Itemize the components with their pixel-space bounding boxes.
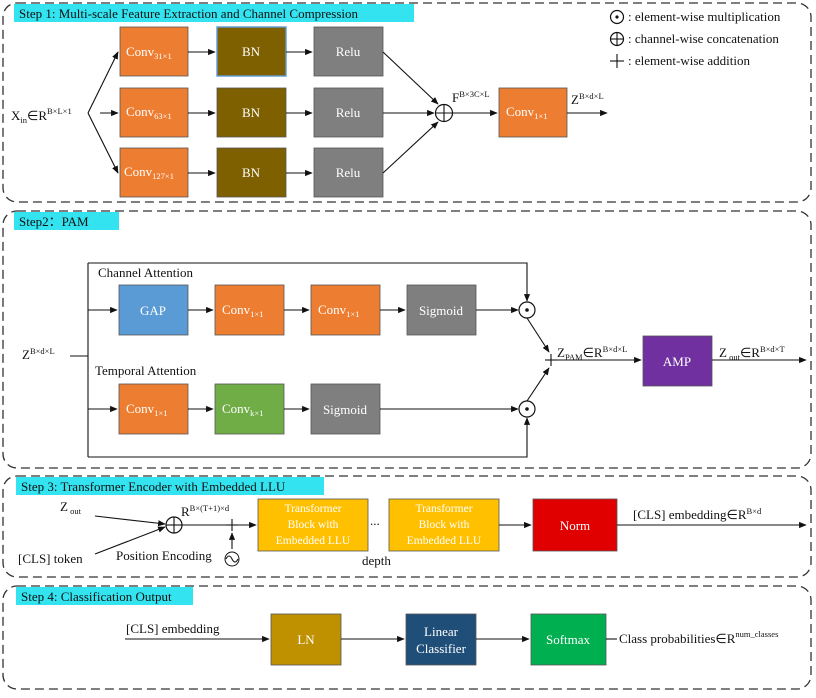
transformer-block-1 <box>257 498 369 552</box>
bn-block-1 <box>216 26 287 77</box>
legend-mult: : element-wise multiplication <box>628 9 781 24</box>
gap-label: GAP <box>140 303 166 318</box>
relu-block-2 <box>313 87 384 138</box>
relu-block-1 <box>313 26 384 77</box>
step2-title-bg <box>14 212 119 230</box>
conv127-label: Conv127×1 <box>124 164 174 181</box>
softmax-label: Softmax <box>546 632 591 647</box>
amp-block <box>642 335 713 387</box>
ellipsis: ... <box>370 513 380 528</box>
bn-block-3 <box>216 147 287 198</box>
conv1x1-compress-label: Conv1×1 <box>506 104 547 121</box>
step3-title: Step 3: Transformer Encoder with Embedde… <box>21 479 286 494</box>
step4-title-bg <box>16 587 193 605</box>
bn-label-2: BN <box>242 105 261 120</box>
cls-token-label: [CLS] token <box>18 551 83 566</box>
transformer-1-line3: Embedded LLU <box>276 535 351 547</box>
ca-conv1-label: Conv1×1 <box>222 302 263 319</box>
ta-convk-label: Convk×1 <box>222 401 263 418</box>
relu-label-1: Relu <box>336 44 361 59</box>
step4-output-label: Class probabilities∈Rnum_classes <box>619 629 778 646</box>
amp-label: AMP <box>663 354 691 369</box>
step1-title: Step 1: Multi-scale Feature Extraction a… <box>19 6 359 21</box>
conv1x1-compress-block <box>498 87 568 138</box>
ta-conv1-label: Conv1×1 <box>126 401 167 418</box>
ca-sigmoid-block <box>406 284 477 336</box>
step2-input-label: ZB×d×L <box>22 346 55 362</box>
transformer-block-2 <box>388 498 500 552</box>
legend-add: : element-wise addition <box>628 53 751 68</box>
bn-label-3: BN <box>242 165 261 180</box>
linear-line2: Classifier <box>416 641 466 656</box>
concat-feature-label: FB×3C×L <box>452 89 490 105</box>
pam-output-label: ZPAM∈RB×d×L <box>557 344 627 362</box>
temporal-attention-label: Temporal Attention <box>95 363 197 378</box>
step1-title-bg <box>14 4 414 22</box>
relu-block-3 <box>313 147 384 198</box>
transformer-1-line2: Block with <box>288 519 339 531</box>
transformer-1-line1: Transformer <box>284 503 341 515</box>
conv31-label: Conv31×1 <box>126 44 172 61</box>
multiply-dot <box>615 15 619 19</box>
ta-sigmoid-block <box>310 383 381 435</box>
norm-label: Norm <box>560 518 590 533</box>
step4-frame <box>2 585 812 690</box>
conv63-label: Conv63×1 <box>126 104 172 121</box>
linear-line1: Linear <box>424 624 459 639</box>
ca-conv2-block <box>310 284 381 336</box>
ln-block <box>270 613 342 666</box>
ca-sigmoid-label: Sigmoid <box>419 303 464 318</box>
bn-block-2 <box>216 87 287 138</box>
ca-conv1-block <box>214 284 285 336</box>
step2-output-label: Z out∈RB×d×T <box>719 344 785 362</box>
relu-label-2: Relu <box>336 105 361 120</box>
norm-block <box>532 498 618 552</box>
transformer-2-line1: Transformer <box>415 503 472 515</box>
step4-title: Step 4: Classification Output <box>21 589 172 604</box>
conv63-block <box>119 87 189 138</box>
position-encoding-label: Position Encoding <box>116 548 212 563</box>
bn-label-1: BN <box>242 44 261 59</box>
ta-conv1-block <box>118 383 189 435</box>
step1-frame <box>2 2 812 203</box>
transformer-2-line2: Block with <box>419 519 470 531</box>
legend: : element-wise multiplication : channel-… <box>609 9 781 68</box>
step1-output-label: ZB×d×L <box>571 91 604 107</box>
ln-label: LN <box>297 632 315 647</box>
transformer-2-line3: Embedded LLU <box>407 535 482 547</box>
relu-label-3: Relu <box>336 165 361 180</box>
depth-label: depth <box>362 553 391 568</box>
linear-classifier-block <box>405 613 477 666</box>
ta-convk-block <box>214 383 285 435</box>
step4-input-label: [CLS] embedding <box>126 621 220 636</box>
step3-title-bg <box>16 477 324 495</box>
step1-input-label: Xin∈RB×L×1 <box>11 106 72 125</box>
step3-concat-label: RB×(T+1)×d <box>181 503 230 519</box>
step2-frame <box>2 210 812 469</box>
ta-sigmoid-label: Sigmoid <box>323 402 368 417</box>
step2-title: Step2：PAM <box>19 214 89 229</box>
step3-output-label: [CLS] embedding∈RB×d <box>633 506 762 522</box>
step3-zout-label: Z out <box>60 499 82 516</box>
channel-attention-label: Channel Attention <box>98 265 193 280</box>
ca-conv2-label: Conv1×1 <box>318 302 359 319</box>
conv31-block <box>119 26 189 77</box>
legend-concat: : channel-wise concatenation <box>628 31 779 46</box>
